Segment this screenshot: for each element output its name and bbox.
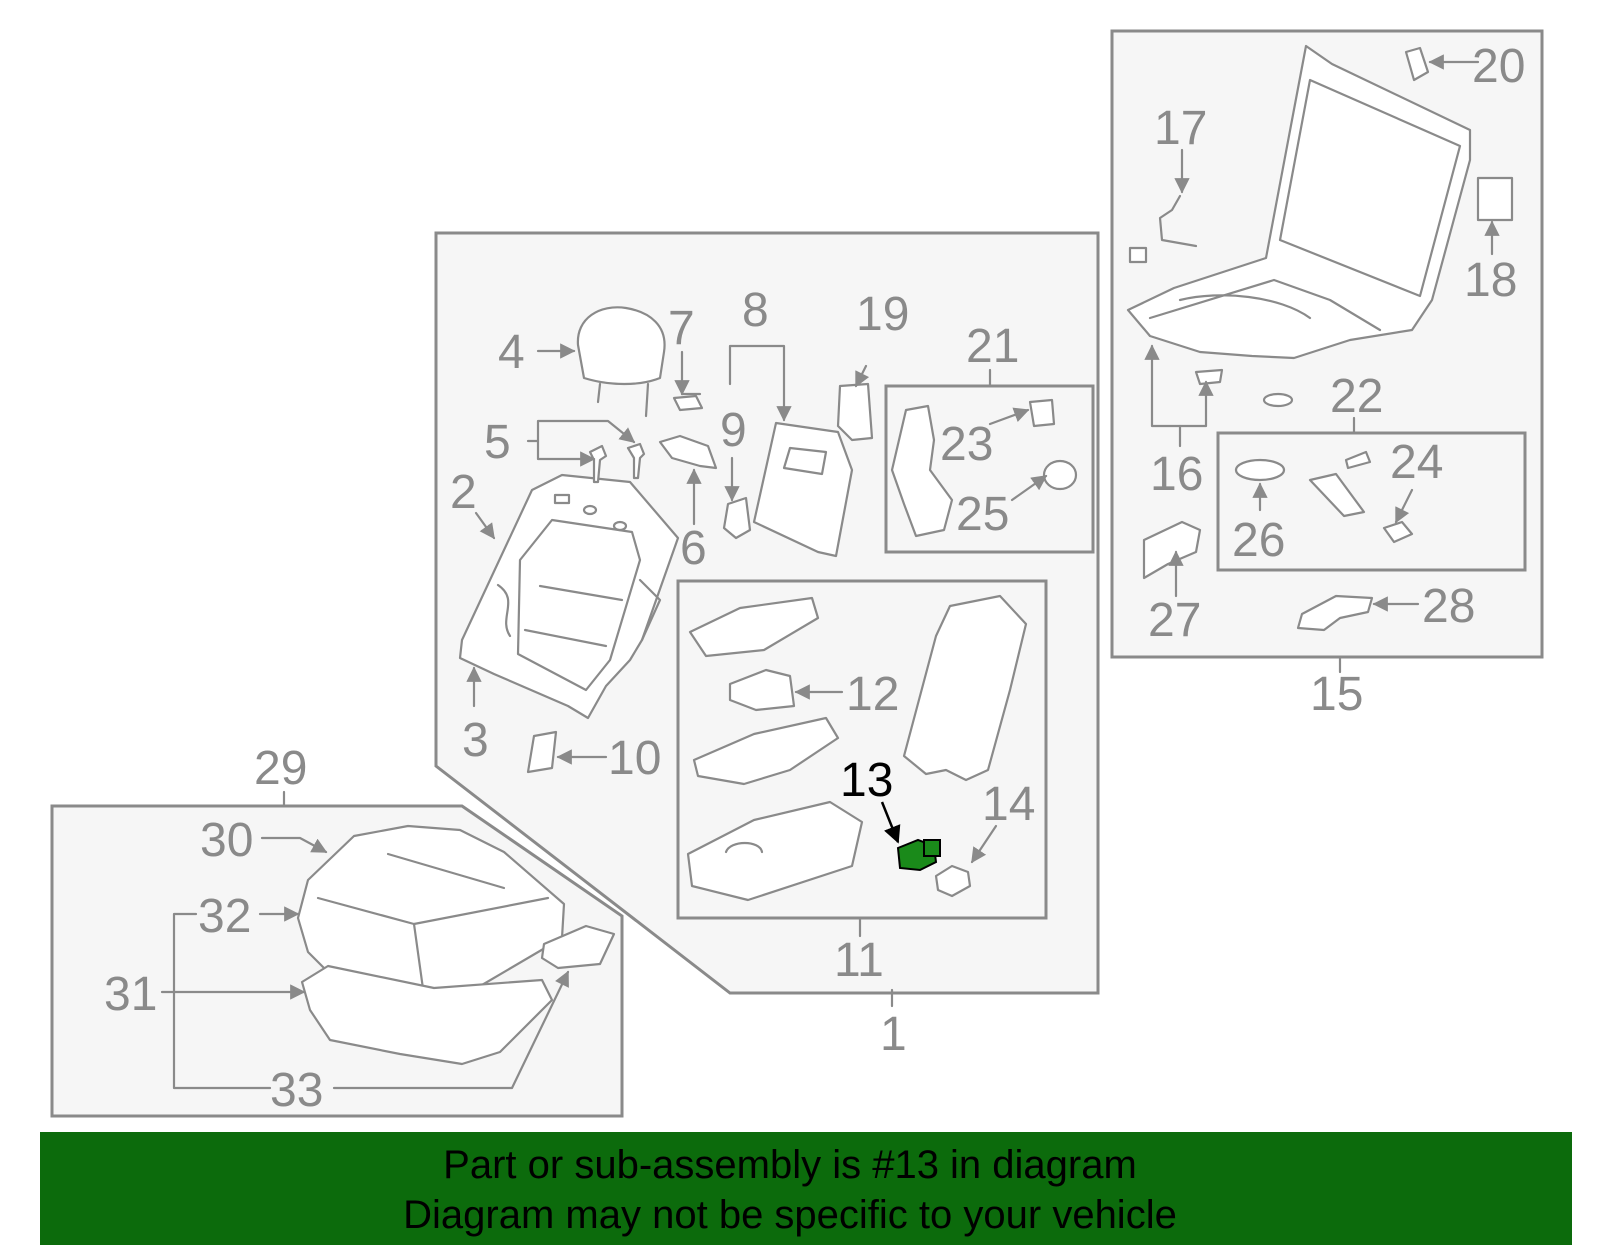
seat-frame-part [1126,44,1472,360]
label-26: 26 [1232,514,1285,567]
cover-part-33 [540,924,616,970]
label-15: 15 [1310,668,1363,721]
label-5: 5 [484,416,511,469]
seat-back-part [458,473,680,720]
cap-part-25 [1042,459,1078,491]
cap-part-14 [934,864,972,898]
leader-lines [160,54,1500,1090]
label-11: 11 [834,934,884,987]
switch-panel-part [728,668,796,712]
label-7: 7 [668,302,695,355]
label-32: 32 [198,890,251,943]
label-18: 18 [1464,254,1517,307]
label-28: 28 [1422,580,1475,633]
label-10: 10 [608,732,661,785]
pad-part-18 [1476,176,1514,222]
group-box-22 [1216,431,1527,572]
banner-line-2: Diagram may not be specific to your vehi… [403,1193,1177,1237]
label-9: 9 [720,404,747,457]
label-31: 31 [104,968,157,1021]
label-19: 19 [856,288,909,341]
bracket-part-27 [1142,520,1202,580]
label-17: 17 [1154,102,1207,155]
label-24: 24 [1390,436,1443,489]
cover-part-24a [1344,450,1372,470]
pad-part-10 [526,730,558,774]
label-6: 6 [680,522,707,575]
part-labels: 1 2 3 4 5 6 7 8 9 10 11 12 13 14 15 16 1… [104,40,1525,1117]
label-25: 25 [956,488,1009,541]
label-1: 1 [880,1008,907,1061]
back-board-part [752,421,854,558]
label-14: 14 [982,778,1035,831]
bracket-part-9 [722,496,752,540]
recliner-cover-part [890,404,954,538]
seat-frame-part-31 [300,964,554,1066]
clip-part-17b [1128,246,1148,264]
cap-part-24 [1382,520,1414,544]
clip-part-23 [1028,398,1056,428]
label-23: 23 [940,418,993,471]
label-2: 2 [450,466,477,519]
grommet-part [1262,392,1294,408]
label-27: 27 [1148,594,1201,647]
armrest-lid-part [688,596,820,658]
label-12: 12 [846,668,899,721]
bracket-part-24 [1308,472,1366,518]
harness-part-17 [1158,194,1198,248]
latch-cover-part-6 [658,434,718,470]
banner-line-1: Part or sub-assembly is #13 in diagram [443,1143,1137,1187]
label-22: 22 [1330,370,1383,423]
armrest-part [902,594,1028,782]
console-cupholder [724,841,764,854]
highlighted-part-13 [896,838,941,872]
label-30: 30 [200,814,253,867]
bracket-part-16 [1194,368,1224,386]
label-33: 33 [270,1064,323,1117]
tray-part [692,716,840,786]
banner-text: Part or sub-assembly is #13 in diagram D… [40,1132,1540,1240]
console-body-part [686,800,864,902]
seat-cushion-part [296,824,566,1002]
label-29: 29 [254,742,307,795]
clip-part-20 [1404,46,1430,82]
rail-part-28 [1296,594,1374,632]
info-banner: Part or sub-assembly is #13 in diagram D… [40,1132,1572,1245]
pivot-part-26 [1234,458,1286,482]
headrest-part [576,306,666,418]
clip-part-7 [672,394,704,412]
label-8: 8 [742,284,769,337]
label-16: 16 [1150,448,1203,501]
label-20: 20 [1472,40,1525,93]
label-21: 21 [966,320,1019,373]
label-4: 4 [498,326,525,379]
bracket-part-19 [836,382,874,442]
label-13-highlighted: 13 [840,754,893,807]
label-3: 3 [462,714,489,767]
